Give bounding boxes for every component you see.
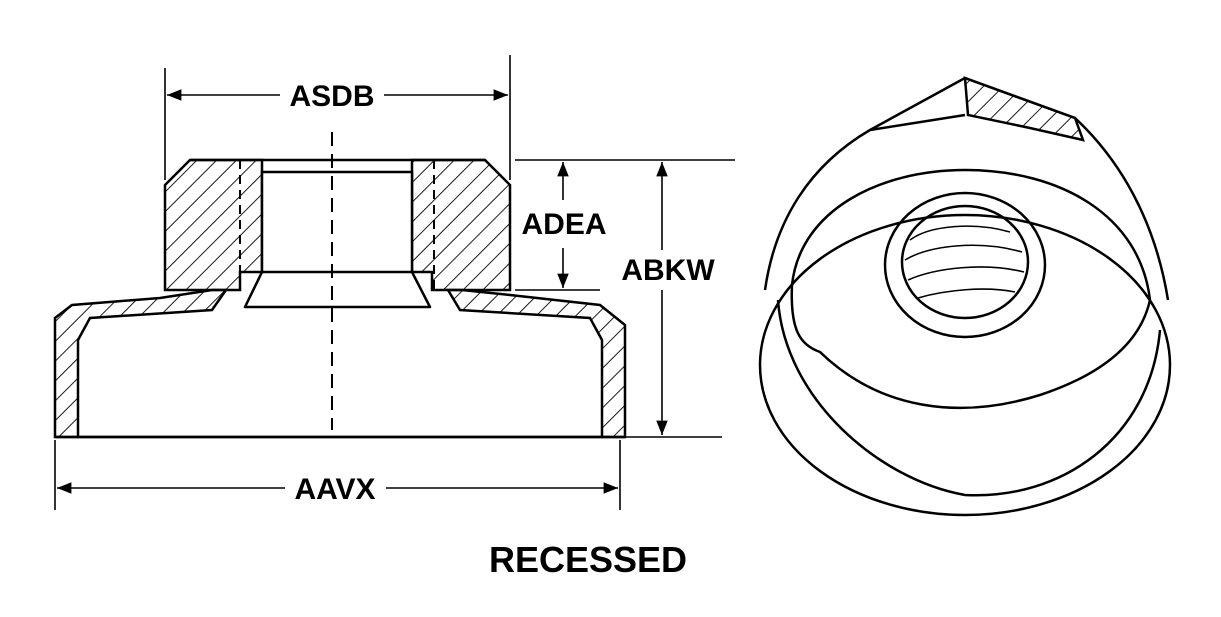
adea-label: ADEA bbox=[521, 208, 606, 241]
asdb-label: ASDB bbox=[289, 80, 374, 113]
hex-edge bbox=[869, 113, 966, 132]
thread-hole bbox=[900, 204, 1030, 320]
cup-left-section bbox=[53, 288, 229, 439]
figure-title: RECESSED bbox=[489, 539, 687, 580]
insert-left-section bbox=[163, 158, 264, 292]
cup-inner-wall bbox=[790, 284, 1152, 410]
hex-top-hatched bbox=[963, 76, 1085, 142]
insert-right-section bbox=[410, 158, 512, 292]
abkw-label: ABKW bbox=[621, 254, 715, 287]
insert-outer-ring bbox=[883, 191, 1047, 339]
thread-line-4 bbox=[917, 288, 1016, 299]
thread-line-1 bbox=[909, 225, 1011, 241]
cup-inner-lip bbox=[790, 168, 1152, 301]
cup-outer-rim bbox=[758, 213, 1172, 517]
cup-right-section bbox=[445, 288, 627, 439]
countersink bbox=[243, 271, 432, 309]
thread-line-2 bbox=[904, 244, 1023, 261]
section-view: ASDB ADEA ABKW AAVX bbox=[53, 55, 735, 510]
isometric-view bbox=[758, 76, 1172, 517]
aavx-label: AAVX bbox=[294, 473, 375, 506]
thread-line-3 bbox=[907, 266, 1025, 281]
cup-inner-rim bbox=[776, 299, 1162, 497]
thread-bore bbox=[260, 170, 414, 274]
